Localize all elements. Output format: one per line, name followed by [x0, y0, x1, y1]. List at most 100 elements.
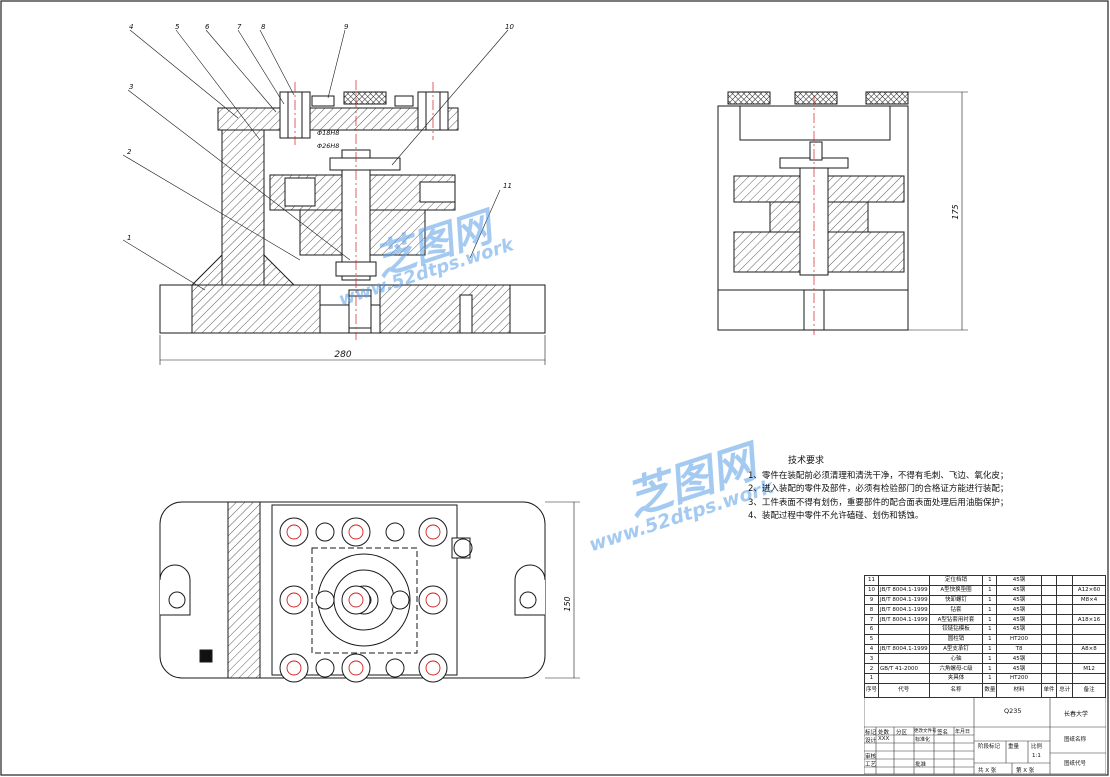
bom-cell-qty: 1: [982, 643, 998, 655]
bom-cell-no: 7: [863, 614, 880, 625]
bom-cell-note: M8×4: [1072, 594, 1106, 606]
note-item-4: 4、装配过程中零件不允许磕碰、划伤和锈蚀。: [748, 511, 924, 521]
bom-cell-qty: 1: [982, 575, 998, 586]
bom-cell-qty: 1: [982, 594, 998, 606]
callout-6: 6: [205, 23, 210, 31]
plan-screw-head: [385, 522, 405, 542]
note-item-1: 1、零件在装配前必须清理和清洗干净，不得有毛刺、飞边、氧化皮；: [748, 470, 1009, 481]
callout-7: 7: [237, 23, 242, 31]
bom-cell-mat: 45钢: [996, 623, 1042, 635]
bom-cell-no: 6: [863, 623, 880, 635]
plan-knob-circle: [418, 653, 448, 683]
tb-design-label: 设计: [865, 738, 877, 744]
callout-11: 11: [503, 182, 512, 190]
bom-cell-total: [1056, 614, 1074, 625]
tb-stage-label: 阶段标记: [978, 744, 1001, 750]
bom-cell-qty: 1: [982, 663, 998, 674]
dim-dia-large: Φ26H8: [317, 142, 339, 150]
dim-dia-small: Φ18H8: [317, 129, 339, 137]
bom-cell-total: [1056, 594, 1074, 606]
bom-cell-code: [878, 623, 930, 635]
title-block-grid: [864, 697, 1106, 774]
plan-hole-circle: [425, 592, 441, 608]
bom-cell-mat: 45钢: [996, 614, 1042, 625]
bom-cell-total: [1056, 633, 1074, 645]
bom-cell-total: [1056, 575, 1074, 586]
bom-cell-no: 5: [863, 633, 880, 645]
plan-hole-circle: [425, 524, 441, 540]
title-block: Q235 长春大学 图纸名称 图纸代号 阶段标记 重量 比例 1:1 共 X 张…: [864, 697, 1106, 774]
callout-4: 4: [129, 23, 133, 31]
plan-hole-circle: [348, 592, 364, 608]
bom-cell-total: [1056, 672, 1074, 684]
bom-cell-unit: [1040, 623, 1058, 635]
note-item-2: 2、进入装配的零件及部件，必须有检验部门的合格证方能进行装配；: [748, 484, 1009, 494]
plan-knob-circle: [418, 517, 448, 547]
bom-cell-note: M12: [1072, 663, 1106, 674]
plan-screw-head: [385, 658, 405, 678]
tb-scale-label: 比例: [1031, 744, 1043, 750]
bom-cell-unit: [1040, 663, 1058, 674]
note-item-3: 3、工件表面不得有划伤，重要部件的配合面表面处理后用油脂保护；: [748, 497, 1009, 508]
plan-knob-circle: [279, 585, 309, 615]
bom-cell-code: [878, 672, 930, 684]
bom-cell-total: [1056, 584, 1074, 596]
bom-cell-unit: [1040, 633, 1058, 645]
bom-cell-no: 2: [863, 663, 880, 674]
bom-h-unit: 单件: [1040, 682, 1058, 698]
tb-school: 长春大学: [1064, 711, 1089, 718]
bom-cell-note: [1072, 623, 1106, 635]
tb-design-name: XXX: [878, 736, 890, 742]
bom-cell-name: A型快换垫圈: [928, 584, 984, 596]
bom-cell-name: 铰链钻模板: [928, 623, 984, 635]
bom-header-row: 序号 代号 名称 数量 材料 单件 总计 备注: [863, 682, 1106, 698]
bom-cell-mat: T8: [996, 643, 1042, 655]
bom-cell-note: [1072, 604, 1106, 616]
plan-hole-circle: [286, 592, 302, 608]
bom-cell-mat: HT200: [996, 633, 1042, 645]
bom-cell-unit: [1040, 672, 1058, 684]
bom-cell-total: [1056, 643, 1074, 655]
bom-cell-qty: 1: [982, 623, 998, 635]
bom-cell-qty: 1: [982, 653, 998, 665]
bom-h-code: 代号: [878, 682, 930, 698]
bom-h-total: 总计: [1056, 682, 1074, 698]
bom-cell-name: 夹具体: [928, 672, 984, 684]
bom-cell-unit: [1040, 604, 1058, 616]
plan-hole-circle: [348, 660, 364, 676]
callout-5: 5: [175, 23, 180, 31]
tb-approve-label: 批准: [915, 762, 927, 768]
dim-side-height: 175: [951, 204, 960, 219]
tb-sign-label: 签名: [937, 730, 949, 736]
plan-knob-circle: [279, 517, 309, 547]
plan-knob-circle: [341, 517, 371, 547]
side-view: [717, 91, 968, 335]
bom-cell-mat: 45钢: [996, 575, 1042, 586]
callout-2: 2: [127, 148, 132, 156]
bom-cell-mat: 45钢: [996, 653, 1042, 665]
bom-h-no: 序号: [863, 682, 880, 698]
tb-date-label: 年月日: [955, 729, 971, 735]
bom-cell-total: [1056, 604, 1074, 616]
bom-cell-code: GB/T 41-2000: [878, 663, 930, 674]
tb-std-label: 标准化: [915, 737, 931, 743]
plan-knob-circle: [341, 653, 371, 683]
tb-material: Q235: [1004, 707, 1022, 715]
plan-knob-circle: [418, 585, 448, 615]
bom-cell-name: A型钻套用衬套: [928, 614, 984, 625]
bom-cell-no: 8: [863, 604, 880, 616]
callout-1: 1: [127, 234, 131, 242]
bom-cell-note: [1072, 672, 1106, 684]
bom-cell-total: [1056, 653, 1074, 665]
plan-screw-head: [390, 590, 410, 610]
bom-cell-no: 11: [863, 575, 880, 586]
